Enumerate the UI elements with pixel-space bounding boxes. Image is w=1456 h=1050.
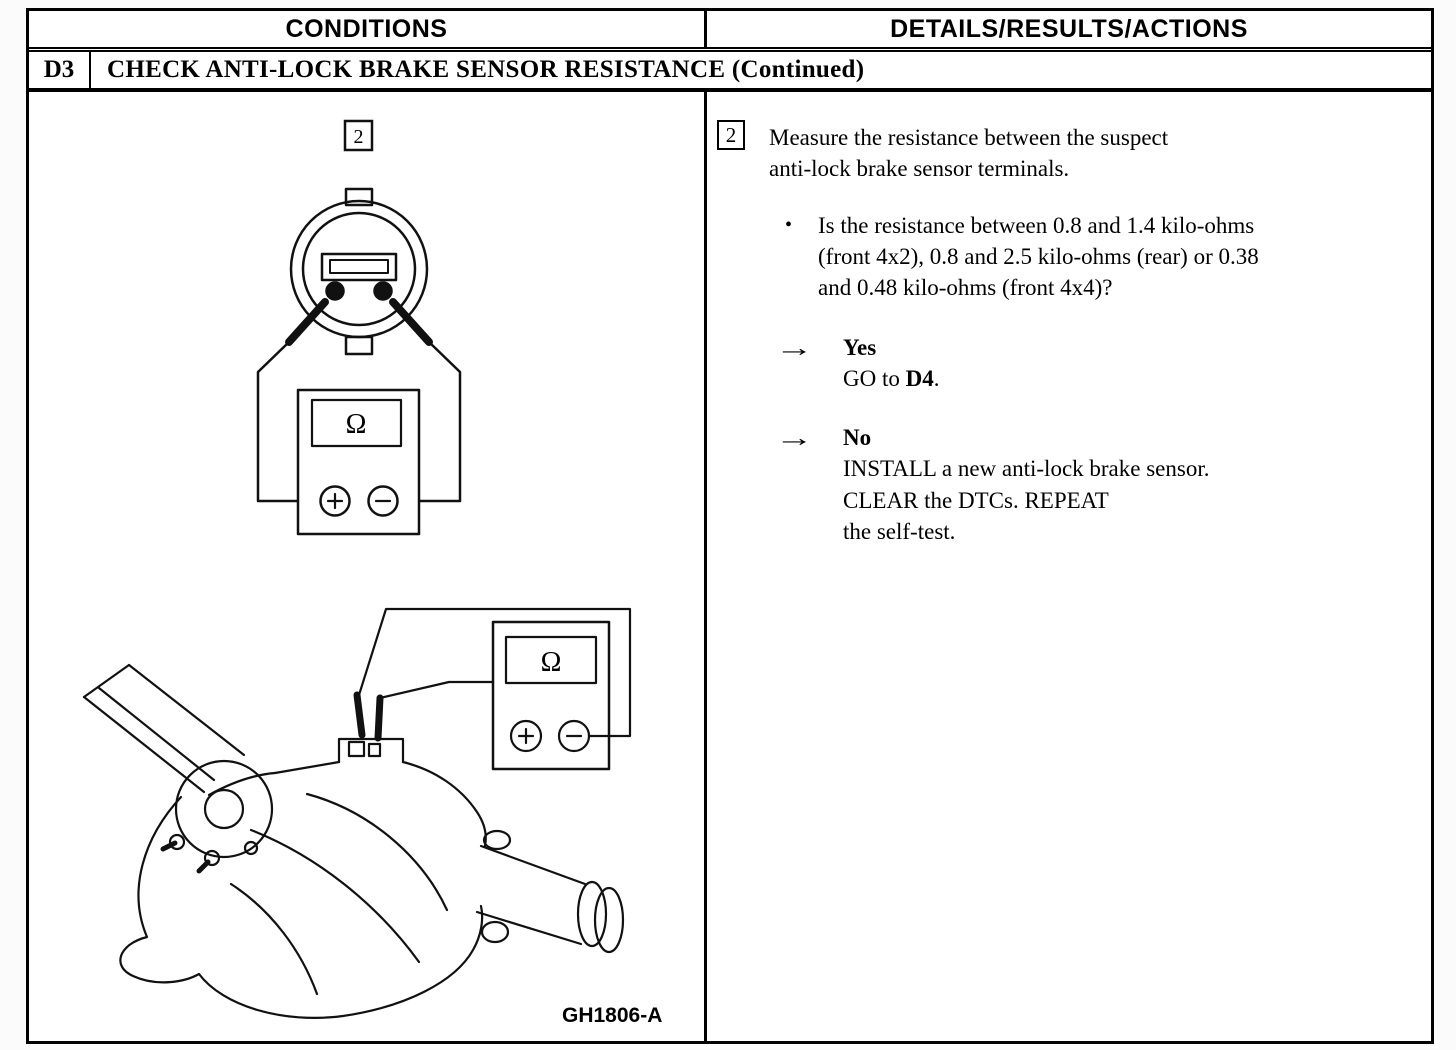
sensor-connector-diagram: [256, 187, 462, 536]
sensor-test-figure: 2: [82, 119, 662, 1027]
probe-left: [285, 298, 329, 346]
lead-wire-b: [378, 680, 495, 700]
yes-action: GO to D4.: [843, 363, 940, 394]
yes-action-text: GO to: [843, 366, 906, 391]
conditions-cell: 2: [29, 92, 707, 1041]
axle-housing-art: [82, 663, 625, 1019]
connector-terminal-left: [325, 281, 345, 301]
probe-a: [353, 691, 366, 739]
figure-caption: GH1806-A: [562, 1004, 662, 1027]
plus-icon: [517, 727, 535, 745]
question-line: and 0.48 kilo-ohms (front 4x4)?: [818, 275, 1113, 300]
step-instruction: Measure the resistance between the suspe…: [769, 122, 1168, 184]
no-result-label: No: [843, 425, 872, 450]
table-body-row: 2: [29, 92, 1431, 1041]
no-action: INSTALL a new anti-lock brake sensor. CL…: [843, 453, 1209, 548]
plus-icon: [326, 492, 344, 510]
no-action-line: CLEAR the DTCs. REPEAT: [843, 487, 1109, 513]
yes-result-label: Yes: [843, 335, 877, 360]
details-results-actions-header: DETAILS/RESULTS/ACTIONS: [890, 14, 1248, 43]
ohm-symbol-top: Ω: [346, 409, 367, 440]
figure-step-badge: 2: [343, 119, 374, 152]
instruction-line: anti-lock brake sensor terminals.: [769, 156, 1070, 181]
figure-step-badge-label: 2: [354, 126, 364, 148]
probe-b: [374, 694, 384, 742]
connector-outer-ring: [289, 199, 429, 339]
instruction-line: Measure the resistance between the suspe…: [769, 125, 1169, 150]
no-action-line: INSTALL a new anti-lock brake sensor.: [843, 456, 1210, 481]
lead-wire-a: [357, 607, 632, 738]
arrow-right-icon: →: [775, 425, 814, 452]
conditions-header: CONDITIONS: [29, 11, 707, 47]
question-line: (front 4x2), 0.8 and 2.5 kilo-ohms (rear…: [818, 244, 1259, 269]
connector-bottom-tab: [344, 335, 374, 356]
bullet-icon: •: [785, 214, 793, 236]
connector-inner-ring: [301, 211, 417, 327]
question-line: Is the resistance between 0.8 and 1.4 ki…: [818, 213, 1255, 238]
ohmmeter-top: [296, 388, 421, 536]
yes-action-target: D4: [905, 366, 934, 391]
step-number-badge: 2: [717, 120, 745, 150]
wheel-sensor: [347, 740, 366, 758]
arrow-right-icon: →: [775, 335, 814, 362]
pinpoint-test-table: CONDITIONS DETAILS/RESULTS/ACTIONS D3 CH…: [26, 8, 1434, 1044]
axle-sensor-diagram: [82, 607, 632, 1019]
test-title-row: D3 CHECK ANTI-LOCK BRAKE SENSOR RESISTAN…: [29, 52, 1431, 92]
lead-wire-right: [396, 340, 462, 503]
test-title: CHECK ANTI-LOCK BRAKE SENSOR RESISTANCE …: [107, 56, 865, 83]
details-cell: 2 Measure the resistance between the sus…: [707, 92, 1431, 1041]
probe-right: [389, 298, 433, 346]
yes-action-period: .: [933, 366, 940, 391]
connector-terminal-right: [373, 281, 393, 301]
ohm-symbol-bottom: Ω: [541, 647, 562, 678]
no-action-line: the self-test.: [843, 519, 956, 544]
test-id: D3: [29, 52, 91, 88]
connector-slot: [320, 252, 398, 282]
lead-wire-left: [256, 340, 322, 503]
connector-top-tab: [344, 187, 374, 207]
step-question: Is the resistance between 0.8 and 1.4 ki…: [818, 210, 1259, 303]
table-header-row: CONDITIONS DETAILS/RESULTS/ACTIONS: [29, 11, 1431, 52]
connector-slot-inner: [329, 259, 389, 274]
ohmmeter-bottom: [491, 620, 611, 771]
